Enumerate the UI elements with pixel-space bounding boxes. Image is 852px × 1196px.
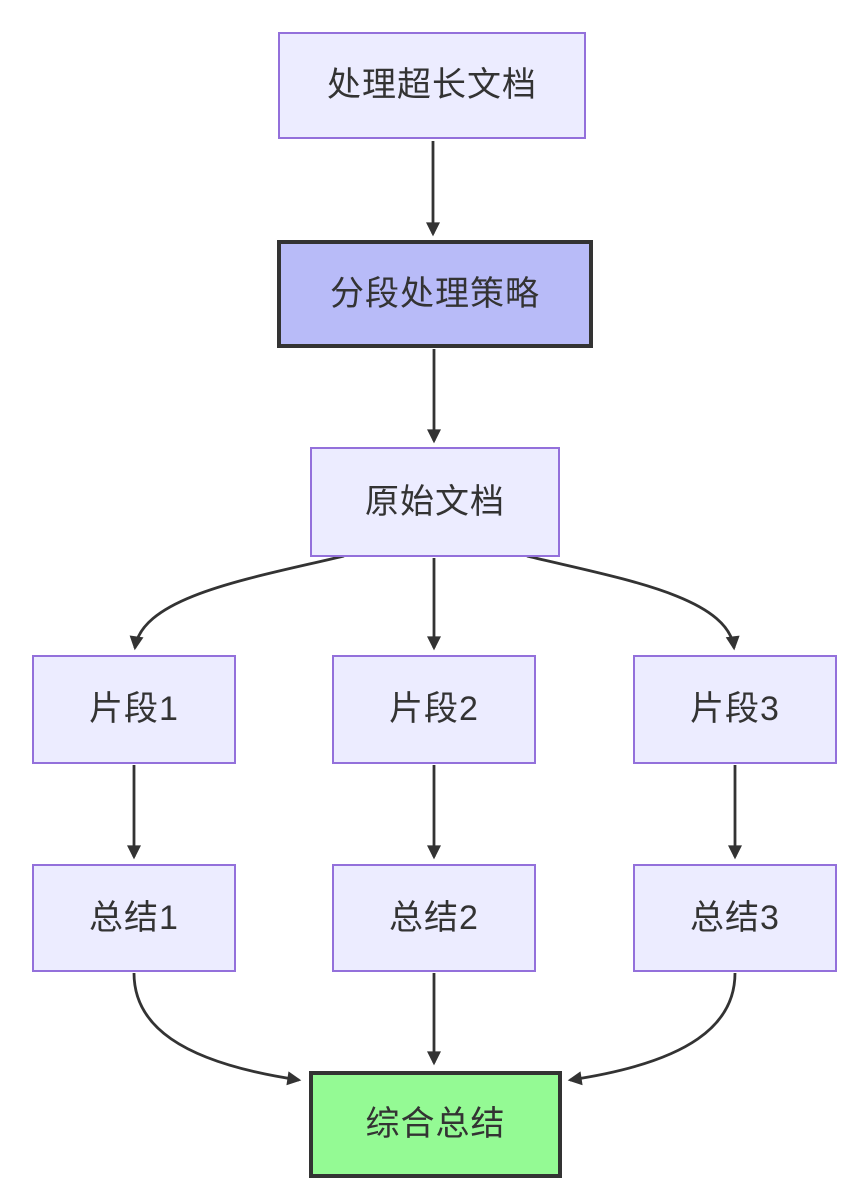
edge-summary3-final: [567, 972, 737, 1086]
node-label: 片段2: [389, 690, 479, 729]
node-label: 总结2: [389, 898, 479, 937]
node-segment-strategy: 分段处理策略: [277, 240, 593, 348]
edge-doc-fragment3: [526, 554, 740, 651]
node-summary-2: 总结2: [332, 864, 536, 972]
node-original-doc: 原始文档: [310, 447, 560, 557]
node-label: 片段3: [690, 690, 780, 729]
edge-summary1-final: [132, 972, 302, 1086]
node-label: 总结1: [89, 898, 179, 937]
node-summary-3: 总结3: [633, 864, 837, 972]
node-summary-1: 总结1: [32, 864, 236, 972]
node-process-long-doc: 处理超长文档: [278, 32, 586, 139]
node-fragment-3: 片段3: [633, 655, 837, 764]
node-label: 原始文档: [365, 482, 505, 521]
node-label: 综合总结: [365, 1105, 506, 1144]
node-label: 分段处理策略: [330, 274, 540, 313]
node-fragment-1: 片段1: [32, 655, 236, 764]
node-label: 处理超长文档: [327, 66, 537, 105]
node-label: 片段1: [89, 690, 179, 729]
node-label: 总结3: [690, 898, 780, 937]
node-final-summary: 综合总结: [309, 1071, 562, 1178]
edge-doc-fragment1: [129, 554, 345, 651]
node-fragment-2: 片段2: [332, 655, 536, 764]
